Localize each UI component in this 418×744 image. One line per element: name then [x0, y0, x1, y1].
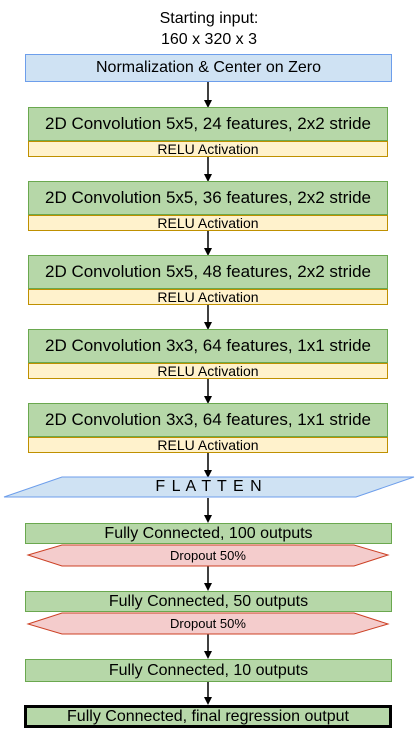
relu-activation-1: RELU Activation: [28, 141, 388, 157]
input-title-line2: 160 x 320 x 3: [160, 31, 258, 48]
conv-layer-5: 2D Convolution 3x3, 64 features, 1x1 str…: [28, 403, 388, 437]
conv-layer-2: 2D Convolution 5x5, 36 features, 2x2 str…: [28, 181, 388, 215]
dropout-label-2: Dropout 50%: [170, 616, 246, 631]
conv-layer-4: 2D Convolution 3x3, 64 features, 1x1 str…: [28, 329, 388, 363]
fc-layer-1: Fully Connected, 100 outputs: [25, 523, 392, 544]
flatten-label: F L A T T E N: [155, 478, 263, 495]
fc-layer-3: Fully Connected, 10 outputs: [25, 659, 392, 682]
conv-layer-3: 2D Convolution 5x5, 48 features, 2x2 str…: [28, 255, 388, 289]
input-title-line1: Starting input:: [159, 10, 259, 27]
relu-activation-2: RELU Activation: [28, 215, 388, 231]
dropout-shape-1: [26, 544, 390, 567]
fc-layer-2: Fully Connected, 50 outputs: [25, 591, 392, 612]
relu-activation-5: RELU Activation: [28, 437, 388, 453]
dropout-label-1: Dropout 50%: [170, 548, 246, 563]
conv-layer-1: 2D Convolution 5x5, 24 features, 2x2 str…: [28, 107, 388, 141]
final-output-layer: Fully Connected, final regression output: [24, 705, 392, 728]
normalization-box: Normalization & Center on Zero: [25, 54, 392, 82]
relu-activation-4: RELU Activation: [28, 363, 388, 379]
flatten-shape: [3, 476, 415, 498]
relu-activation-3: RELU Activation: [28, 289, 388, 305]
dropout-shape-2: [26, 612, 390, 635]
